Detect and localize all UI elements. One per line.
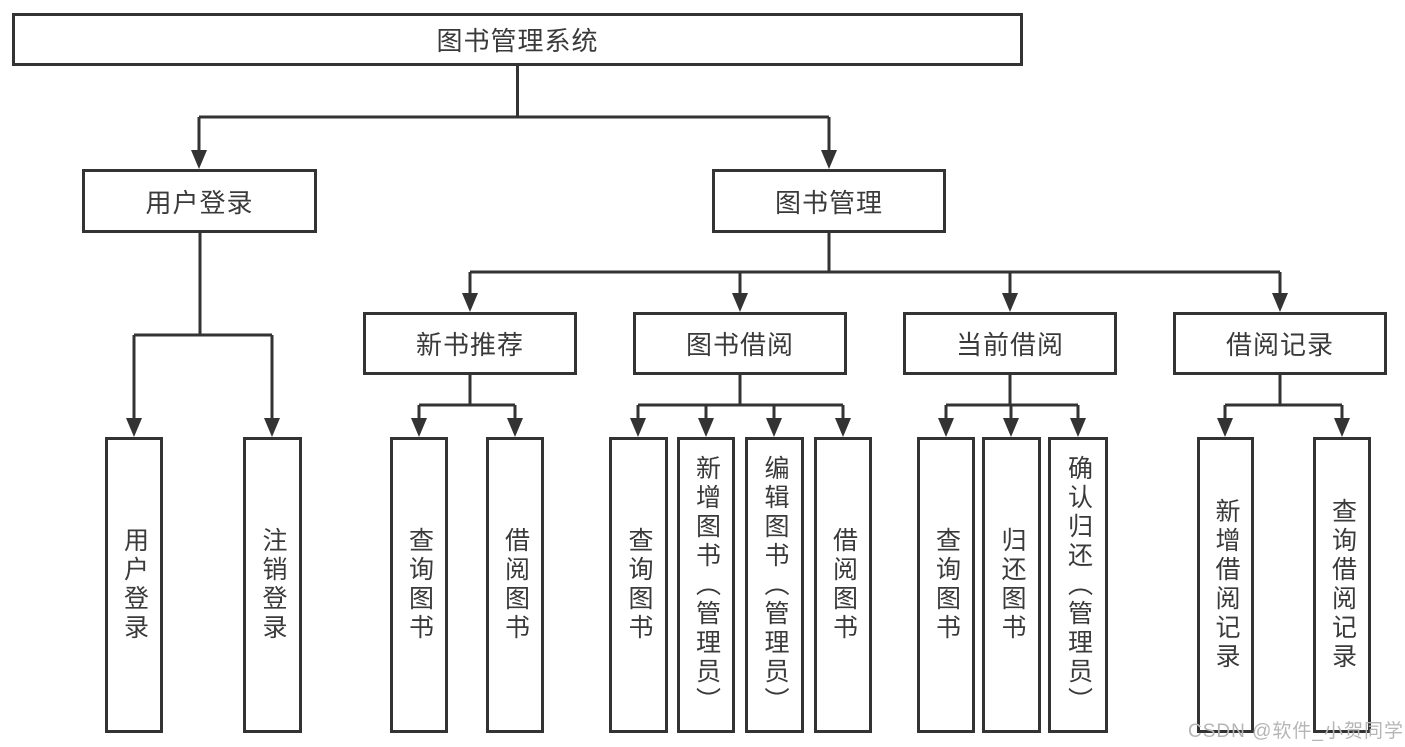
node-label: 图书管理系统 — [436, 26, 599, 56]
arrow-icon — [411, 418, 427, 437]
arrow-icon — [1002, 293, 1018, 312]
leaf-records-add-borrow-record: 新增借阅记录 — [1197, 437, 1254, 733]
node-new-book-recommend: 新书推荐 — [363, 312, 577, 375]
leaf-user-login: 用户登录 — [105, 437, 163, 733]
leaf-recommend-borrow-books: 借阅图书 — [486, 437, 544, 733]
arrow-icon — [1003, 418, 1019, 437]
leaf-label: 查询图书 — [625, 527, 653, 643]
node-label: 图书管理 — [774, 187, 883, 218]
arrow-icon — [766, 418, 782, 437]
leaf-borrow-borrow-books: 借阅图书 — [814, 437, 872, 733]
leaf-label: 新增借阅记录 — [1212, 498, 1240, 672]
leaf-current-query-books: 查询图书 — [917, 437, 975, 733]
node-label: 借阅记录 — [1225, 330, 1334, 360]
leaf-label: 归还图书 — [998, 527, 1026, 643]
arrowheads — [126, 150, 1350, 437]
arrow-icon — [1272, 293, 1288, 312]
leaf-label: 查询图书 — [405, 527, 434, 643]
arrow-icon — [462, 293, 478, 312]
node-library-management-system: 图书管理系统 — [12, 13, 1023, 66]
leaf-borrow-query-books: 查询图书 — [609, 437, 668, 733]
leaf-recommend-query-books: 查询图书 — [390, 437, 448, 733]
arrow-icon — [732, 293, 748, 312]
leaf-label: 注销登录 — [259, 527, 287, 643]
node-label: 用户登录 — [145, 187, 254, 218]
leaf-logout-login: 注销登录 — [243, 437, 302, 733]
arrow-icon — [835, 418, 851, 437]
leaf-label: 借阅图书 — [829, 527, 858, 643]
node-user-login: 用户登录 — [82, 169, 317, 233]
leaf-records-query-borrow-record: 查询借阅记录 — [1313, 437, 1371, 733]
leaf-current-confirm-return-admin: 确认归还（管理员） — [1048, 437, 1108, 733]
arrow-icon — [938, 418, 954, 437]
arrow-icon — [1217, 418, 1233, 437]
leaf-borrow-add-books-admin: 新增图书（管理员） — [677, 437, 735, 733]
leaf-label: 编辑图书（管理员） — [761, 454, 789, 716]
csdn-watermark: CSDN @软件_小贺同学 — [1188, 721, 1404, 742]
node-current-borrow: 当前借阅 — [903, 312, 1117, 375]
leaf-label: 借阅图书 — [501, 527, 530, 643]
arrow-icon — [1334, 418, 1350, 437]
node-borrow-records: 借阅记录 — [1173, 312, 1387, 375]
node-label: 当前借阅 — [955, 330, 1064, 360]
leaf-label: 确认归还（管理员） — [1064, 454, 1093, 716]
leaf-borrow-edit-books-admin: 编辑图书（管理员） — [745, 437, 804, 733]
arrow-icon — [126, 418, 142, 437]
leaf-label: 查询图书 — [932, 527, 961, 643]
node-label: 新书推荐 — [415, 330, 524, 360]
arrow-icon — [698, 418, 714, 437]
leaf-label: 查询借阅记录 — [1328, 498, 1357, 672]
node-label: 图书借阅 — [685, 330, 794, 360]
arrow-icon — [630, 418, 646, 437]
arrow-icon — [821, 150, 837, 169]
arrow-icon — [507, 418, 523, 437]
tree-edges — [132, 66, 1344, 433]
leaf-label: 用户登录 — [120, 527, 149, 643]
arrow-icon — [264, 418, 280, 437]
arrow-icon — [191, 150, 207, 169]
node-book-management: 图书管理 — [712, 169, 946, 233]
leaf-current-return-books: 归还图书 — [982, 437, 1041, 733]
leaf-label: 新增图书（管理员） — [692, 454, 721, 716]
node-book-borrow: 图书借阅 — [633, 312, 847, 375]
arrow-icon — [1070, 418, 1086, 437]
